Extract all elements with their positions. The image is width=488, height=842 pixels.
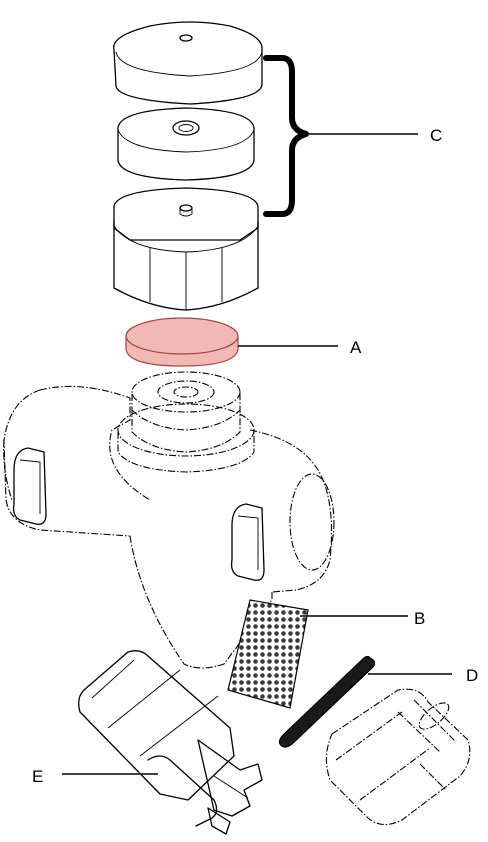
label-c: C	[430, 126, 442, 145]
part-e-drain-valve	[78, 650, 263, 835]
label-a: A	[350, 338, 362, 357]
part-c-washer	[117, 107, 255, 181]
part-c-cap	[113, 21, 263, 105]
plug-fitting	[325, 688, 471, 826]
part-c-hex-nut	[113, 187, 259, 311]
label-d: D	[466, 666, 478, 685]
valve-body	[3, 385, 335, 669]
label-e: E	[32, 767, 43, 786]
part-d-gasket	[278, 655, 376, 748]
label-b: B	[414, 609, 425, 628]
part-a-seat-disc	[125, 317, 239, 367]
part-b-strainer-screen	[227, 599, 309, 709]
valve-seat-boss	[131, 371, 241, 453]
part-c-bracket	[263, 55, 309, 217]
